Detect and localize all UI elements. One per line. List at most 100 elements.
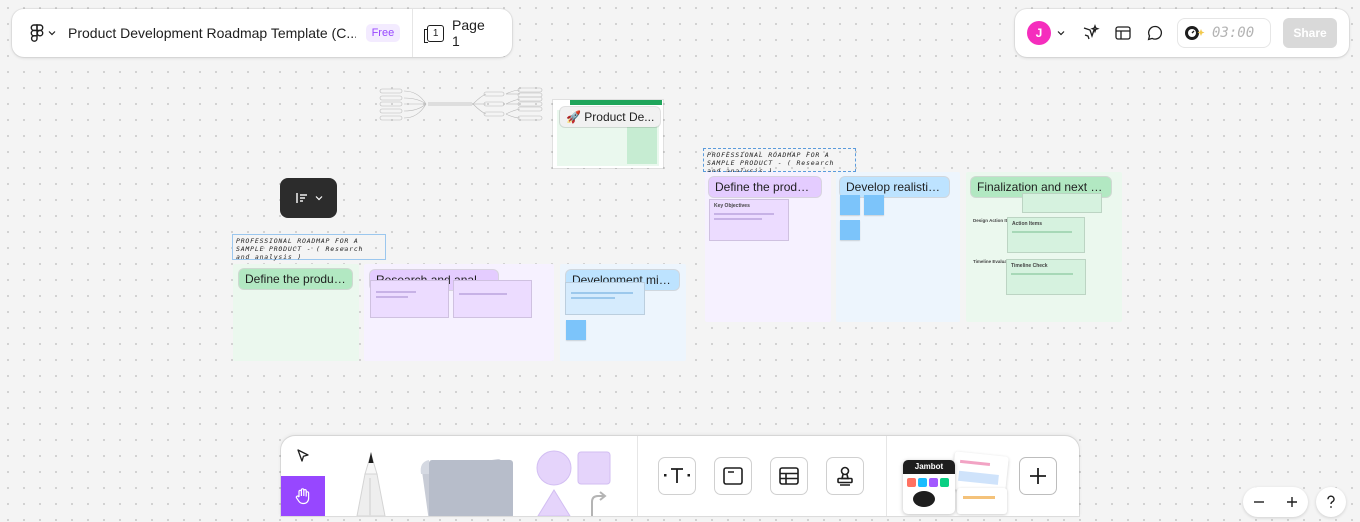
- jambot-tiles: [903, 474, 955, 511]
- file-title[interactable]: Product Development Roadmap Template (C.…: [68, 25, 356, 41]
- help-button[interactable]: [1316, 487, 1346, 517]
- timeline-check-card[interactable]: Timeline Check: [1006, 259, 1086, 295]
- align-left-icon: [295, 193, 307, 203]
- collab-bar: J 03:00 Share: [1015, 9, 1349, 57]
- thumbnail-label[interactable]: 🚀 Product De...: [560, 107, 661, 127]
- zoom-in-button[interactable]: [1286, 492, 1298, 513]
- text-tool[interactable]: [658, 457, 696, 495]
- sparkle-icon: [1083, 24, 1100, 40]
- chevron-down-icon: [48, 31, 56, 36]
- card-text-lines: [714, 213, 774, 215]
- timer-button[interactable]: 03:00: [1177, 18, 1271, 48]
- page-label: Page 1: [452, 17, 485, 49]
- text-icon: [664, 468, 690, 483]
- layout-icon: [1115, 26, 1131, 40]
- sticky-note[interactable]: [840, 220, 860, 240]
- key-objectives-card[interactable]: Key Objectives: [709, 199, 789, 241]
- templates-tool[interactable]: Jambot: [901, 450, 1013, 516]
- sticky-note-tool[interactable]: [415, 450, 525, 516]
- design-action-items-label: Design Action Items: [973, 218, 1017, 223]
- shapes-tool[interactable]: [534, 450, 614, 516]
- action-items-title: Action Items: [1012, 221, 1043, 227]
- section-label-define-product-2[interactable]: Define the produc...: [709, 177, 821, 197]
- key-objectives-title: Key Objectives: [714, 203, 750, 209]
- section-label-develop-realistic[interactable]: Develop realistic ...: [840, 177, 949, 197]
- template-line: [963, 496, 995, 499]
- jambot-tile: [929, 478, 938, 487]
- plus-icon: [1286, 496, 1297, 507]
- card-text-lines: [1012, 231, 1072, 233]
- section-label-finalization[interactable]: Finalization and next st...: [971, 177, 1111, 197]
- thumbnail-header-bar: [570, 100, 662, 105]
- milestone-card[interactable]: [565, 282, 645, 315]
- pencil-tool[interactable]: [349, 448, 393, 516]
- page-number: 1: [432, 27, 439, 39]
- card-text-lines: [459, 293, 507, 295]
- stamp-icon: [837, 466, 853, 486]
- timer-value: 03:00: [1212, 25, 1255, 41]
- stamp-tool[interactable]: [826, 457, 864, 495]
- toolbar-divider: [886, 436, 887, 516]
- alignment-widget[interactable]: [280, 178, 337, 218]
- research-card[interactable]: [370, 280, 449, 318]
- section-icon: [723, 467, 743, 485]
- page-selector[interactable]: 1 Page 1: [413, 17, 512, 49]
- bottom-toolbar: Jambot: [281, 436, 1079, 516]
- page-icon: 1: [424, 24, 445, 43]
- cursor-arrow-icon: [297, 449, 309, 462]
- figma-logo-icon: [30, 24, 44, 42]
- roadmap-heading-1[interactable]: PROFESSIONAL ROADMAP FOR A SAMPLE PRODUC…: [232, 234, 386, 261]
- more-tools-button[interactable]: [1019, 457, 1057, 495]
- jambot-logo-text: Jambot: [903, 460, 955, 474]
- hand-icon: [295, 488, 310, 505]
- template-line: [958, 470, 999, 485]
- minus-icon: [1254, 500, 1265, 503]
- card-text-lines: [714, 218, 762, 220]
- summary-card[interactable]: [1022, 193, 1102, 213]
- zoom-controls: [1243, 487, 1308, 517]
- sticky-note[interactable]: [864, 195, 884, 215]
- analysis-card[interactable]: [453, 280, 532, 318]
- layout-button[interactable]: [1107, 17, 1139, 49]
- file-header: Product Development Roadmap Template (C.…: [12, 9, 512, 57]
- card-text-lines: [571, 297, 615, 299]
- select-tool[interactable]: [281, 436, 325, 476]
- ai-sparkle-button[interactable]: [1075, 17, 1107, 49]
- share-button[interactable]: Share: [1283, 18, 1337, 48]
- roadmap-heading-2[interactable]: PROFESSIONAL ROADMAP FOR A SAMPLE PRODUC…: [703, 148, 856, 175]
- timeline-evaluation-label: Timeline Evaluation: [973, 259, 1016, 264]
- jambot-camera-lens: [913, 491, 935, 507]
- hand-tool[interactable]: [281, 476, 325, 516]
- template-line: [959, 459, 991, 466]
- table-icon: [779, 467, 799, 485]
- main-menu-button[interactable]: [12, 9, 68, 57]
- sticky-note[interactable]: [840, 195, 860, 215]
- chevron-down-icon: [315, 196, 322, 201]
- avatar-menu-button[interactable]: [1051, 17, 1071, 49]
- avatar[interactable]: J: [1027, 21, 1051, 45]
- chevron-down-icon: [1057, 31, 1065, 36]
- jambot-widget: Jambot: [903, 460, 955, 514]
- card-text-lines: [376, 291, 416, 293]
- section-define-product-2[interactable]: [705, 172, 831, 322]
- jambot-tile: [907, 478, 916, 487]
- mind-map[interactable]: [378, 86, 548, 126]
- toolbar-divider: [637, 436, 638, 516]
- sticky-note[interactable]: [566, 320, 586, 340]
- plan-badge[interactable]: Free: [365, 24, 401, 42]
- template-card: [957, 488, 1007, 514]
- card-text-lines: [1011, 273, 1073, 275]
- timer-icon: [1185, 26, 1205, 40]
- plus-icon: [1030, 468, 1046, 484]
- jambot-tile: [940, 478, 949, 487]
- comment-icon: [1147, 25, 1163, 41]
- card-text-lines: [376, 296, 408, 298]
- section-tool[interactable]: [714, 457, 752, 495]
- question-mark-icon: [1327, 495, 1335, 508]
- action-items-card[interactable]: Action Items: [1007, 217, 1085, 253]
- jambot-tile: [918, 478, 927, 487]
- table-tool[interactable]: [770, 457, 808, 495]
- zoom-out-button[interactable]: [1253, 492, 1265, 513]
- section-label-define-product-1[interactable]: Define the produc...: [239, 269, 352, 289]
- comments-button[interactable]: [1139, 17, 1171, 49]
